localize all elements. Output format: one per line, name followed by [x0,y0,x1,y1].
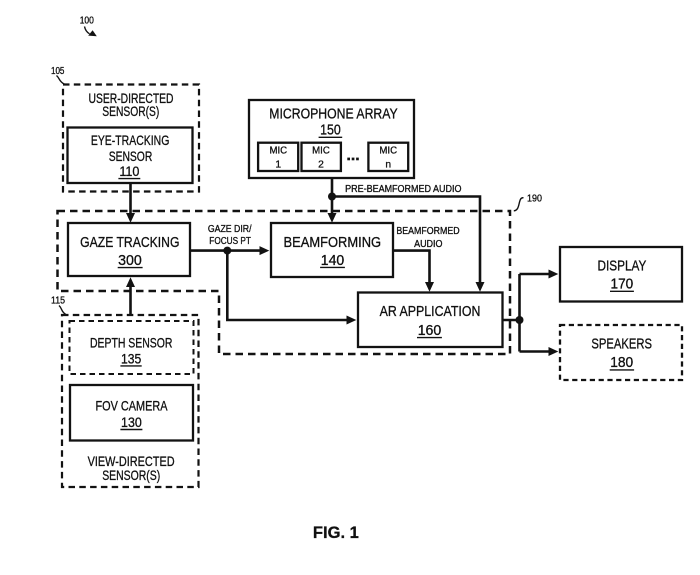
svg-text:BEAMFORMING: BEAMFORMING [284,235,382,251]
svg-text:n: n [385,160,391,171]
svg-text:SENSOR: SENSOR [109,149,153,164]
svg-text:VIEW-DIRECTED: VIEW-DIRECTED [88,454,175,469]
svg-text:115: 115 [51,296,65,307]
svg-text:190: 190 [527,193,542,204]
svg-text:140: 140 [321,253,345,269]
svg-text:SENSOR(S): SENSOR(S) [102,468,160,483]
svg-text:100: 100 [80,16,94,27]
svg-text:BEAMFORMED: BEAMFORMED [396,226,459,237]
svg-text:150: 150 [320,123,341,139]
svg-text:PRE-BEAMFORMED AUDIO: PRE-BEAMFORMED AUDIO [345,184,462,195]
svg-text:SPEAKERS: SPEAKERS [591,337,652,353]
svg-text:EYE-TRACKING: EYE-TRACKING [91,133,170,148]
svg-text:130: 130 [121,415,142,430]
svg-text:AR APPLICATION: AR APPLICATION [380,304,481,320]
svg-text:160: 160 [418,323,442,339]
svg-text:180: 180 [610,355,633,371]
svg-text:DEPTH SENSOR: DEPTH SENSOR [90,336,173,351]
svg-text:MIC: MIC [312,146,330,157]
svg-text:MIC: MIC [379,146,397,157]
svg-text:GAZE TRACKING: GAZE TRACKING [80,235,179,251]
svg-text:MIC: MIC [269,146,287,157]
svg-text:AUDIO: AUDIO [414,239,443,250]
svg-text:FOCUS PT: FOCUS PT [209,236,251,247]
svg-text:105: 105 [51,66,65,77]
svg-text:FOV CAMERA: FOV CAMERA [96,399,169,414]
svg-text:GAZE DIR/: GAZE DIR/ [208,224,252,235]
svg-text:SENSOR(S): SENSOR(S) [102,104,159,119]
svg-text:USER-DIRECTED: USER-DIRECTED [89,91,174,106]
svg-text:DISPLAY: DISPLAY [598,259,647,275]
svg-text:1: 1 [275,160,281,171]
svg-text:170: 170 [611,277,634,293]
svg-text:MICROPHONE ARRAY: MICROPHONE ARRAY [269,107,397,123]
svg-text:2: 2 [318,160,324,171]
svg-text:FIG. 1: FIG. 1 [313,523,359,542]
svg-text:135: 135 [121,351,141,366]
svg-text:300: 300 [118,253,142,269]
svg-text:110: 110 [119,164,139,179]
